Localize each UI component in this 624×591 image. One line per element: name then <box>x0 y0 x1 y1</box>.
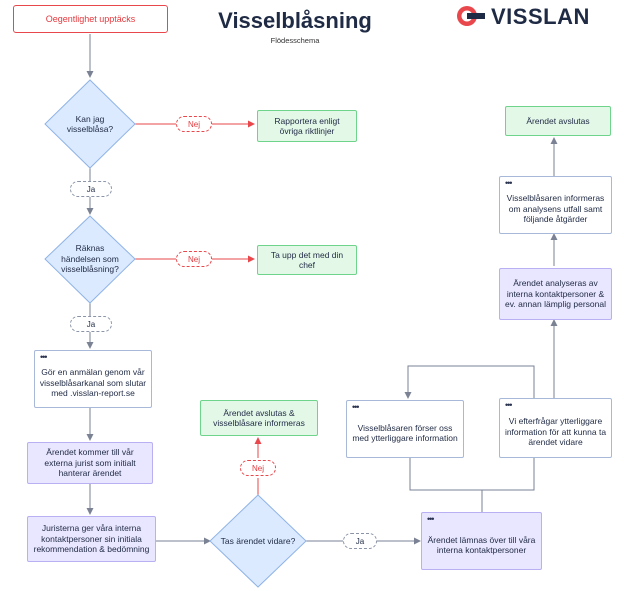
page-subtitle: Flödesschema <box>270 36 320 45</box>
node-provide-info-text: Visselblåsaren förser oss med ytterligga… <box>352 422 458 444</box>
decision-diamond-2 <box>44 215 136 304</box>
node-jurist: Ärendet kommer till vår externa jurist s… <box>27 442 153 484</box>
node-informed: ••• Visselblåsaren informeras om analyse… <box>499 176 612 234</box>
decision-label-2: Räknas händelsen som visselblåsning? <box>61 243 119 275</box>
node-recommend: Juristerna ger våra interna kontaktperso… <box>27 516 156 562</box>
label-nej-2: Nej <box>176 251 212 267</box>
edge-handover-loop <box>481 458 535 512</box>
node-closed: Ärendet avslutas <box>505 106 611 136</box>
node-analyzed: Ärendet analyseras av interna kontaktper… <box>499 268 612 320</box>
decision-diamond-1 <box>44 79 136 169</box>
logo-icon <box>457 6 485 26</box>
edge-request-top <box>404 365 535 399</box>
decision-label-3: Tas ärendet vidare? <box>220 535 296 546</box>
label-nej-3: Nej <box>240 460 276 476</box>
node-closed-informed: Ärendet avslutas & visselblåsare informe… <box>200 400 318 436</box>
label-ja-1: Ja <box>70 181 112 197</box>
label-ja-3: Ja <box>343 533 377 549</box>
logo-text: VISSLAN <box>491 4 590 29</box>
node-provide-info: ••• Visselblåsaren förser oss med ytterl… <box>346 400 464 458</box>
node-handover-text: Ärendet lämnas över till våra interna ko… <box>427 534 536 556</box>
node-no1-result: Rapportera enligt övriga riktlinjer <box>257 110 357 142</box>
decision-label-1: Kan jag visselblåsa? <box>66 113 114 135</box>
label-nej-1: Nej <box>176 116 212 132</box>
node-request-info: ••• Vi efterfrågar ytterliggare informat… <box>499 398 612 458</box>
window-dots-icon: ••• <box>427 514 435 524</box>
window-dots-icon: ••• <box>40 352 48 362</box>
window-dots-icon: ••• <box>505 178 513 188</box>
node-report: ••• Gör en anmälan genom vår visselblåsa… <box>34 350 152 408</box>
decision-diamond-3 <box>209 494 307 588</box>
node-informed-text: Visselblåsaren informeras om analysens u… <box>506 193 605 225</box>
node-start: Oegentlighet upptäcks <box>13 5 168 33</box>
label-ja-2: Ja <box>70 316 112 332</box>
page-title: Visselblåsning <box>218 8 372 33</box>
node-request-info-text: Vi efterfrågar ytterliggare information … <box>504 416 607 448</box>
node-handover: ••• Ärendet lämnas över till våra intern… <box>421 512 542 570</box>
window-dots-icon: ••• <box>505 400 513 410</box>
edge-loop-provide <box>409 458 482 491</box>
node-no2-result: Ta upp det med din chef <box>257 245 357 275</box>
window-dots-icon: ••• <box>352 402 360 412</box>
node-report-text: Gör en anmälan genom vår visselblåsarkan… <box>39 367 147 399</box>
logo: VISSLAN <box>488 4 590 30</box>
